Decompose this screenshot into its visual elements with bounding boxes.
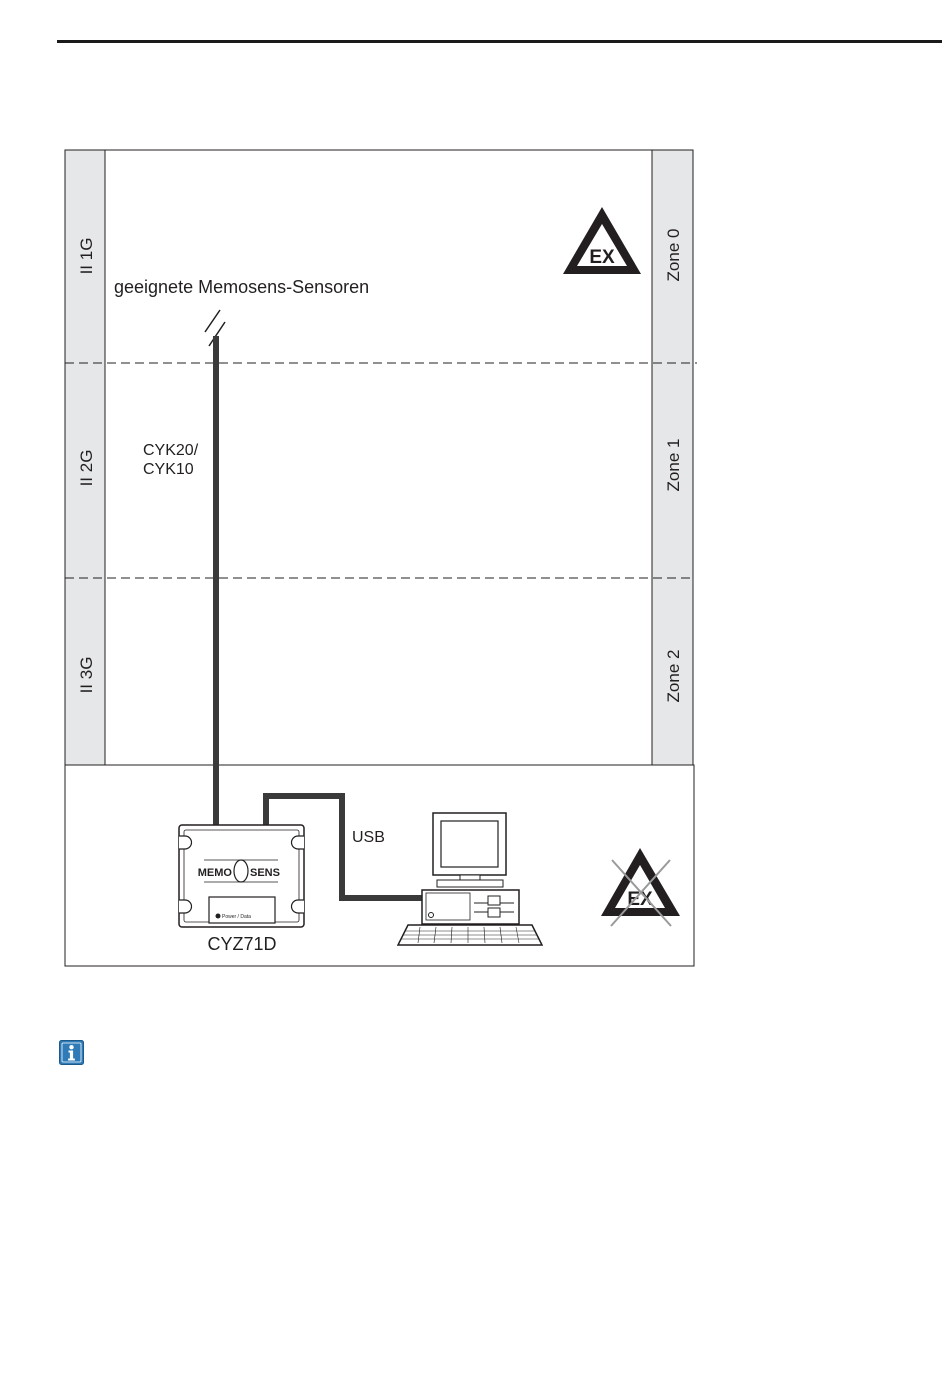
device-label: CYZ71D	[207, 934, 276, 954]
zone-label-2: Zone 2	[664, 650, 683, 703]
info-icon	[59, 1040, 84, 1065]
device-port-label: Power / Data	[222, 914, 251, 920]
usb-label: USB	[352, 829, 385, 846]
brand-text-left: MEMO	[198, 867, 233, 879]
ex-mark-text: EX	[589, 247, 615, 268]
sensors-label: geeignete Memosens-Sensoren	[114, 277, 369, 297]
category-label-1g: II 1G	[77, 238, 96, 275]
safe-area-frame	[65, 765, 694, 966]
cable-label-line1: CYK20/	[143, 442, 199, 459]
zone-label-0: Zone 0	[664, 229, 683, 282]
category-label-3g: II 3G	[77, 657, 96, 694]
memosens-device: MEMO SENS Power / Data	[179, 825, 304, 927]
brand-text-right: SENS	[250, 867, 280, 879]
category-label-2g: II 2G	[77, 450, 96, 487]
zone-label-1: Zone 1	[664, 439, 683, 492]
cable-label-line2: CYK10	[143, 461, 194, 478]
